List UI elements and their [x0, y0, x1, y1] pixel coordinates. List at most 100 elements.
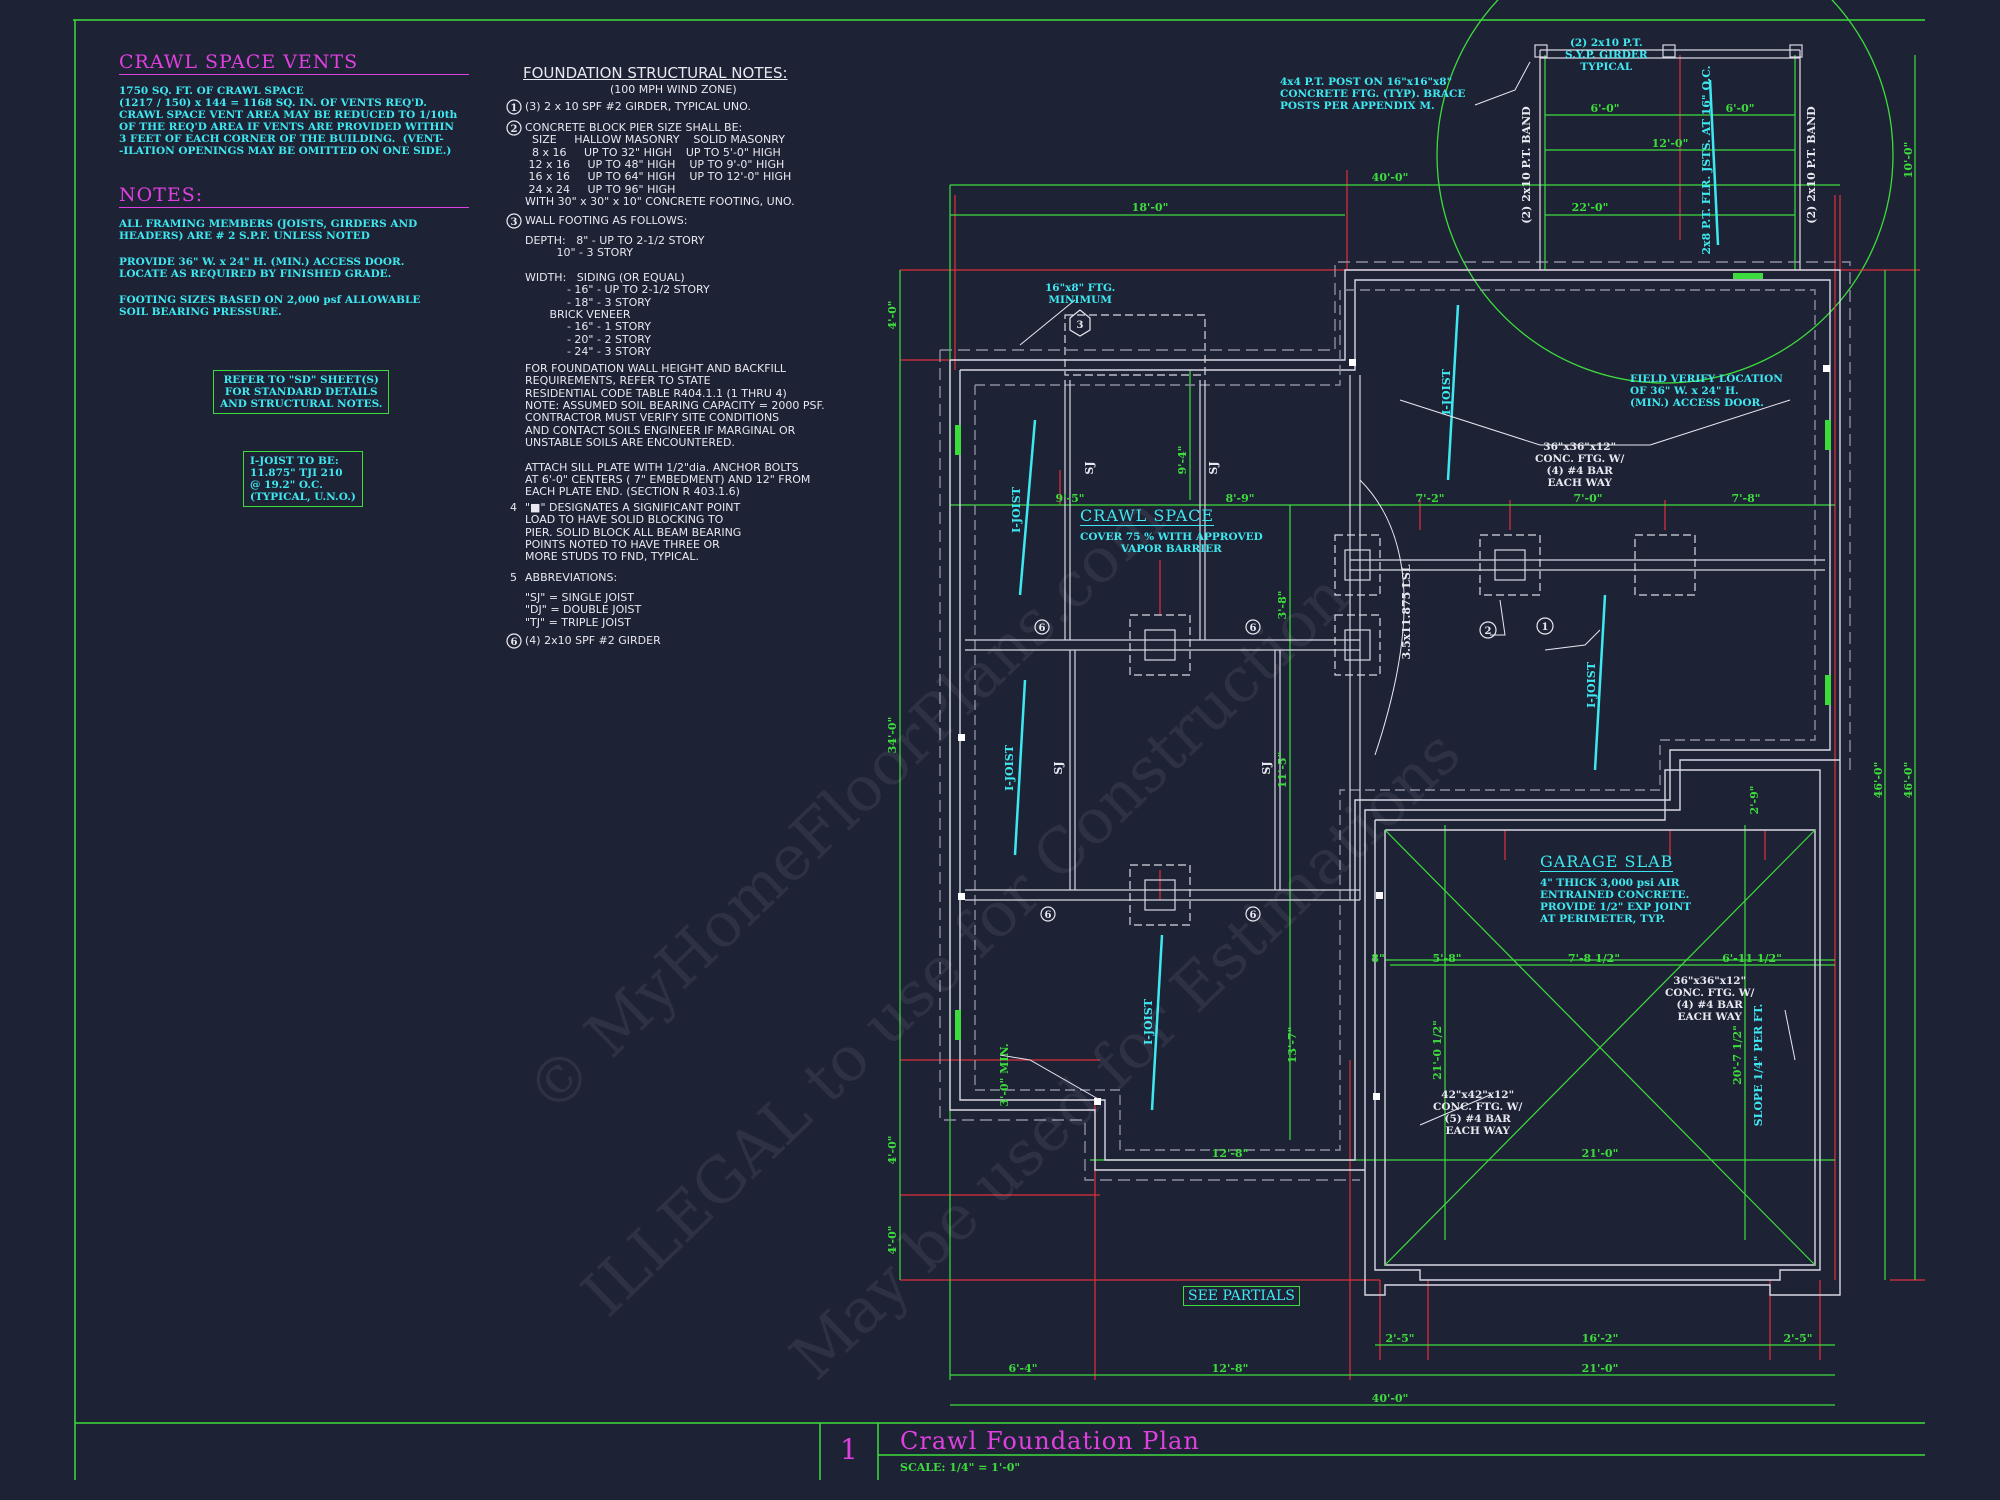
deck-joist-label: 2x8 P.T. FLR. JSTS. AT 16" O.C.: [1700, 65, 1713, 254]
dim-left-4c: 4'-0": [886, 1226, 899, 1255]
refer-sd-box: REFER TO "SD" SHEET(S) FOR STANDARD DETA…: [213, 370, 390, 415]
deck-joist-text: 2x8 P.T. FLR. JSTS. AT 16" O.C.: [1700, 65, 1713, 254]
note-num-6: 6: [511, 637, 518, 648]
structural-note-3-general: FOR FOUNDATION WALL HEIGHT AND BACKFILL …: [525, 362, 825, 499]
dim-bot-c: 2'-5": [1784, 1332, 1813, 1345]
crawl-space-note: COVER 75 % WITH APPROVED VAPOR BARRIER: [1080, 531, 1263, 556]
dim-v-3-8: 3'-8": [1276, 591, 1289, 620]
vent-markers: [955, 273, 1831, 1040]
dim-v-2-9: 2'-9": [1748, 786, 1761, 815]
callout-1: 1: [1542, 622, 1549, 633]
conc-footing-note-3: 42"x42"x12" CONC. FTG. W/ (5) #4 BAR EAC…: [1433, 1089, 1523, 1138]
notes-title: NOTES:: [119, 184, 469, 208]
dim-bot-a: 2'-5": [1386, 1332, 1415, 1345]
dim-r4: 7'-0": [1574, 492, 1603, 505]
garage-slab-note: 4" THICK 3,000 psi AIR ENTRAINED CONCRET…: [1540, 877, 1692, 926]
dim-deck-6a: 6'-0": [1591, 102, 1620, 115]
callout-3: 3: [1077, 320, 1084, 331]
dim-top-18: 18'-0": [1132, 201, 1169, 214]
dim-deck-12: 12'-0": [1652, 137, 1689, 150]
deck-band-right: (2) 2x10 P.T. BAND: [1805, 106, 1818, 224]
dim-right-46a: 46'-0": [1872, 762, 1885, 799]
min-clearance-label: 3'-0" MIN.: [998, 1043, 1011, 1106]
dim-v-21: 21'-0 1/2": [1431, 1020, 1444, 1080]
post-note: 4x4 P.T. POST ON 16"x16"x8" CONCRETE FTG…: [1280, 76, 1466, 113]
piers: [1064, 314, 1696, 926]
dim-v-20: 20'-7 1/2": [1731, 1025, 1744, 1085]
sj-label-1: SJ: [1083, 461, 1096, 474]
dim-b2: 21'-0": [1582, 1147, 1619, 1160]
dim-right-10: 10'-0": [1902, 142, 1915, 179]
deck-band-left: (2) 2x10 P.T. BAND: [1520, 106, 1533, 224]
see-partials-label: SEE PARTIALS: [1183, 1286, 1300, 1307]
sj-label-2: SJ: [1207, 461, 1220, 474]
sj-label-3: SJ: [1052, 761, 1065, 774]
vents-body: 1750 SQ. FT. OF CRAWL SPACE (1217 / 150)…: [119, 85, 458, 158]
dim-left-4a: 4'-0": [886, 301, 899, 330]
dim-bot-f: 21'-0": [1582, 1362, 1619, 1375]
note-2: PROVIDE 36" W. x 24" H. (MIN.) ACCESS DO…: [119, 256, 405, 281]
dim-v-11-5: 11'-5": [1276, 752, 1289, 789]
conc-footing-note-1: 36"x36"x12" CONC. FTG. W/ (4) #4 BAR EAC…: [1535, 441, 1625, 490]
dim-g4: 8": [1371, 952, 1384, 965]
callout-6d: 6: [1250, 910, 1257, 921]
structural-subtitle: (100 MPH WIND ZONE): [610, 83, 737, 96]
garage-slab-cross: [1384, 829, 1816, 1266]
point-loads: [958, 359, 1830, 1105]
sheet-border: [73, 19, 1925, 1480]
girders: [965, 375, 1825, 901]
note-3: FOOTING SIZES BASED ON 2,000 psf ALLOWAB…: [119, 294, 421, 319]
dim-bot-b: 16'-2": [1582, 1332, 1619, 1345]
dim-left-34: 34'-0": [886, 717, 899, 754]
dim-g2: 7'-8 1/2": [1568, 952, 1620, 965]
callout-6b: 6: [1250, 623, 1257, 634]
note-num-1: 1: [511, 103, 518, 114]
sj-label-4: SJ: [1260, 761, 1273, 774]
dim-r3: 7'-2": [1416, 492, 1445, 505]
callout-6c: 6: [1045, 910, 1052, 921]
watermark: © MyHomeFloorPlans.com ILLEGAL to use fo…: [512, 481, 1474, 1393]
structural-note-4: "■" DESIGNATES A SIGNIFICANT POINT LOAD …: [525, 501, 742, 564]
ijoist-label-3: I-JOIST: [1142, 998, 1155, 1045]
drawing-number: 1: [840, 1433, 858, 1466]
dim-deck-22: 22'-0": [1572, 201, 1609, 214]
dim-bot-d: 6'-4": [1009, 1362, 1038, 1375]
slope-label: SLOPE 1/4" PER FT.: [1752, 1004, 1765, 1127]
structural-note-3: WALL FOOTING AS FOLLOWS:: [525, 214, 688, 227]
dim-g1: 5'-8": [1433, 952, 1462, 965]
drawing-title: Crawl Foundation Plan: [900, 1427, 1200, 1455]
red-extension-lines: [900, 55, 1925, 1380]
structural-note-3-sizes: DEPTH: 8" - UP TO 2-1/2 STORY 10" - 3 ST…: [525, 234, 710, 358]
dim-bot-e: 12'-8": [1212, 1362, 1249, 1375]
dim-bot-40: 40'-0": [1372, 1392, 1409, 1405]
vents-title: CRAWL SPACE VENTS: [119, 51, 469, 75]
garage-slab-title: GARAGE SLAB: [1540, 852, 1674, 873]
dim-r2: 8'-9": [1226, 492, 1255, 505]
structural-note-5: ABBREVIATIONS:: [525, 571, 618, 584]
ijoist-label-5: I-JOIST: [1585, 661, 1598, 708]
drawing-scale: SCALE: 1/4" = 1'-0": [900, 1461, 1021, 1474]
note-num-2: 2: [511, 124, 518, 135]
structural-note-5-num: 5: [510, 571, 517, 584]
foundation-walls: [939, 261, 1851, 1296]
dim-r1: 9'-5": [1056, 492, 1085, 505]
conc-footing-note-2: 36"x36"x12" CONC. FTG. W/ (4) #4 BAR EAC…: [1665, 975, 1755, 1024]
structural-note-6: (4) 2x10 SPF #2 GIRDER: [525, 634, 661, 647]
dim-b1: 12'-8": [1212, 1147, 1249, 1160]
joist-arrows: [1013, 79, 1720, 1111]
dim-g3: 6'-11 1/2": [1722, 952, 1782, 965]
structural-title: FOUNDATION STRUCTURAL NOTES:: [523, 64, 788, 82]
note-num-3: 3: [511, 217, 518, 228]
lsl-beam-label: 3.5x11.875 LSL: [1400, 564, 1413, 659]
dim-right-46b: 46'-0": [1902, 762, 1915, 799]
structural-note-2: CONCRETE BLOCK PIER SIZE SHALL BE: SIZE …: [525, 121, 795, 208]
field-verify-note: FIELD VERIFY LOCATION OF 36" W. x 24" H.…: [1630, 373, 1783, 410]
callout-2: 2: [1485, 626, 1492, 637]
structural-note-1: (3) 2 x 10 SPF #2 GIRDER, TYPICAL UNO.: [525, 100, 751, 113]
callout-6a: 6: [1039, 623, 1046, 634]
structural-note-5-abbr: "SJ" = SINGLE JOIST "DJ" = DOUBLE JOIST …: [525, 591, 642, 629]
dim-v-9-4: 9'-4": [1176, 446, 1189, 475]
footing-min-note: 16"x8" FTG. MINIMUM: [1045, 282, 1116, 307]
